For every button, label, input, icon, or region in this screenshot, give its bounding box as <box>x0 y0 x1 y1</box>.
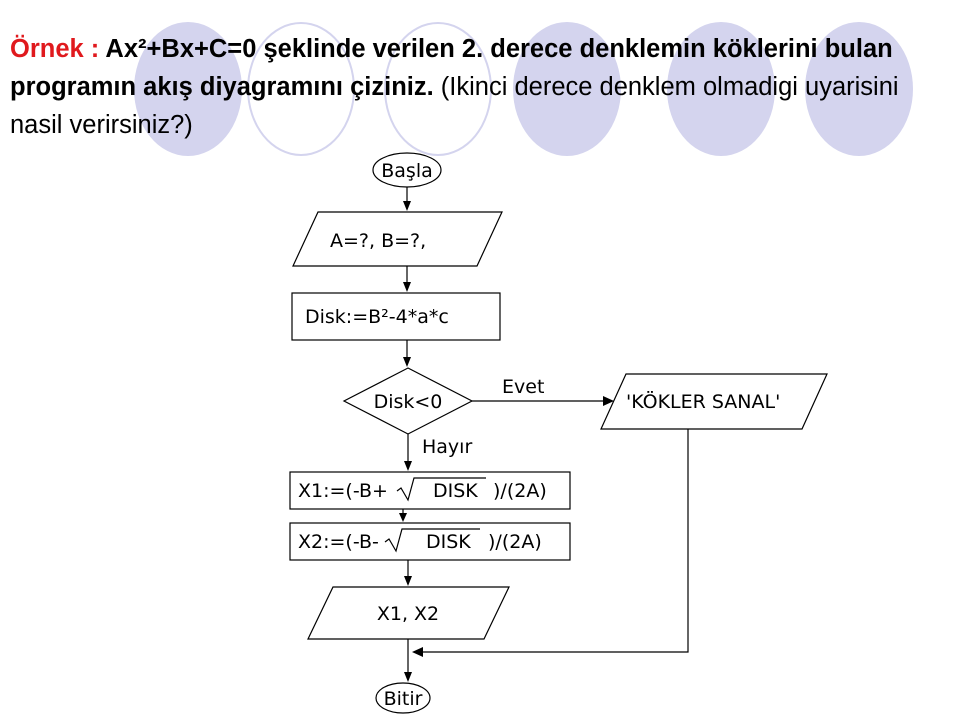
page-title: Örnek : Ax²+Bx+C=0 şeklinde verilen 2. d… <box>10 30 945 144</box>
title-lead: Örnek : <box>10 35 106 63</box>
decision-label: Disk<0 <box>374 391 443 413</box>
x2-suffix: )/(2A) <box>488 531 542 553</box>
complex-output-label: 'KÖKLER SANAL' <box>626 390 780 413</box>
x1-radicand: DISK <box>433 480 478 502</box>
end-label: Bitir <box>384 688 423 710</box>
input-parallelogram <box>292 211 503 267</box>
arrowhead <box>403 357 411 367</box>
x1-suffix: )/(2A) <box>493 480 547 502</box>
arrowhead <box>412 647 423 657</box>
decor-circle <box>513 22 621 156</box>
arrowhead <box>404 672 412 682</box>
arrowhead <box>603 396 614 406</box>
disc-process-box <box>291 292 501 341</box>
sqrt-icon <box>384 528 480 553</box>
no-label: Hayır <box>422 436 472 458</box>
decor-circle <box>134 22 242 156</box>
end-terminal <box>375 682 431 714</box>
title-bold: Ax²+Bx+C=0 şeklinde verilen 2. derece de… <box>10 35 893 101</box>
arrowhead <box>403 201 411 211</box>
start-label: Başla <box>381 160 433 182</box>
decor-circle <box>667 22 775 156</box>
decor-circle <box>805 22 913 156</box>
merge-line <box>421 429 689 653</box>
arrowhead <box>403 282 411 292</box>
complex-output-parallelogram <box>600 373 828 430</box>
sqrt-icon <box>396 477 486 502</box>
output-label: X1, X2 <box>377 603 439 625</box>
arrowhead <box>404 576 412 586</box>
input-label: A=?, B=?, <box>330 230 426 252</box>
output-parallelogram <box>307 586 510 640</box>
decor-ring <box>247 22 355 156</box>
disc-label: Disk:=B²-4*a*c <box>305 306 449 328</box>
decor-ring <box>384 22 492 156</box>
x2-prefix: X2:=(-B- <box>298 531 379 553</box>
arrowhead <box>404 461 412 471</box>
x2-radicand: DISK <box>426 531 471 553</box>
title-note: (Ikinci derece denklem olmadigi uyarisin… <box>10 73 899 139</box>
arrowhead <box>399 513 407 522</box>
yes-label: Evet <box>502 376 544 398</box>
x1-prefix: X1:=(-B+ <box>298 480 388 502</box>
